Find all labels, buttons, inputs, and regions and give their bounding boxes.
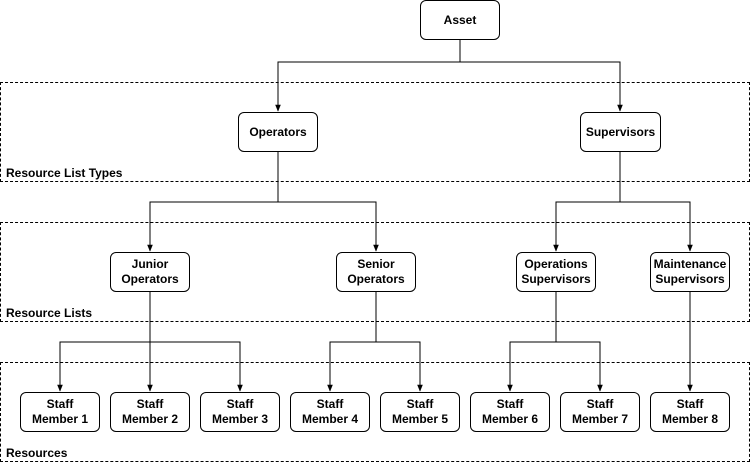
edge-ops-staff6: [507, 292, 557, 392]
edge-operators-junior: [147, 152, 279, 252]
staff-line1: Staff: [316, 397, 344, 411]
staff-line2: Member 3: [211, 412, 269, 426]
band-resource-list-types: [0, 82, 750, 182]
edge-asset-operators: [275, 40, 461, 112]
staff-line1: Staff: [406, 397, 434, 411]
edge-supervisors-ops: [553, 152, 621, 252]
edge-ops-staff7: [556, 341, 603, 392]
node-operations-supervisors-line1: Operations: [524, 257, 588, 271]
band-label-resource-list-types: Resource List Types: [6, 166, 123, 180]
node-staff-member-6[interactable]: Staff Member 6: [470, 392, 550, 432]
staff-line1: Staff: [676, 397, 704, 411]
node-operators-label: Operators: [249, 124, 307, 139]
node-asset[interactable]: Asset: [420, 0, 500, 40]
node-senior-operators[interactable]: Senior Operators: [336, 252, 416, 292]
node-senior-operators-line2: Operators: [347, 272, 405, 286]
node-staff-member-1[interactable]: Staff Member 1: [20, 392, 100, 432]
edge-senior-staff4: [327, 292, 377, 392]
edge-supervisors-maint: [620, 201, 693, 252]
node-maintenance-supervisors[interactable]: Maintenance Supervisors: [650, 252, 730, 292]
node-staff-member-4[interactable]: Staff Member 4: [290, 392, 370, 432]
edge-senior-staff5: [376, 341, 423, 392]
edge-operators-senior: [278, 201, 379, 252]
node-operations-supervisors[interactable]: Operations Supervisors: [516, 252, 596, 292]
staff-line2: Member 6: [481, 412, 539, 426]
node-maintenance-supervisors-line2: Supervisors: [655, 272, 725, 286]
node-junior-operators-line1: Junior: [131, 257, 169, 271]
node-staff-member-7[interactable]: Staff Member 7: [560, 392, 640, 432]
staff-line2: Member 5: [391, 412, 449, 426]
edge-junior-staff3: [150, 341, 243, 392]
staff-line2: Member 7: [571, 412, 629, 426]
edge-asset-supervisors: [460, 61, 623, 112]
band-label-resource-lists: Resource Lists: [6, 306, 93, 320]
staff-line2: Member 4: [301, 412, 359, 426]
staff-line1: Staff: [496, 397, 524, 411]
staff-line2: Member 8: [661, 412, 719, 426]
node-maintenance-supervisors-line1: Maintenance: [653, 257, 727, 271]
band-label-resources: Resources: [6, 446, 68, 460]
node-staff-member-5[interactable]: Staff Member 5: [380, 392, 460, 432]
staff-line1: Staff: [46, 397, 74, 411]
node-operations-supervisors-line2: Supervisors: [521, 272, 591, 286]
staff-line1: Staff: [136, 397, 164, 411]
staff-line1: Staff: [226, 397, 254, 411]
staff-line2: Member 1: [31, 412, 89, 426]
node-staff-member-3[interactable]: Staff Member 3: [200, 392, 280, 432]
edge-junior-staff1: [57, 341, 150, 392]
staff-line2: Member 2: [121, 412, 179, 426]
node-staff-member-2[interactable]: Staff Member 2: [110, 392, 190, 432]
band-resources: [0, 362, 750, 462]
staff-line1: Staff: [586, 397, 614, 411]
node-asset-label: Asset: [443, 12, 477, 27]
band-resource-lists: [0, 222, 750, 322]
node-junior-operators-line2: Operators: [121, 272, 179, 286]
node-staff-member-8[interactable]: Staff Member 8: [650, 392, 730, 432]
node-senior-operators-line1: Senior: [357, 257, 395, 271]
node-operators[interactable]: Operators: [238, 112, 318, 152]
node-junior-operators[interactable]: Junior Operators: [110, 252, 190, 292]
node-supervisors[interactable]: Supervisors: [580, 112, 661, 152]
node-supervisors-label: Supervisors: [585, 124, 656, 139]
